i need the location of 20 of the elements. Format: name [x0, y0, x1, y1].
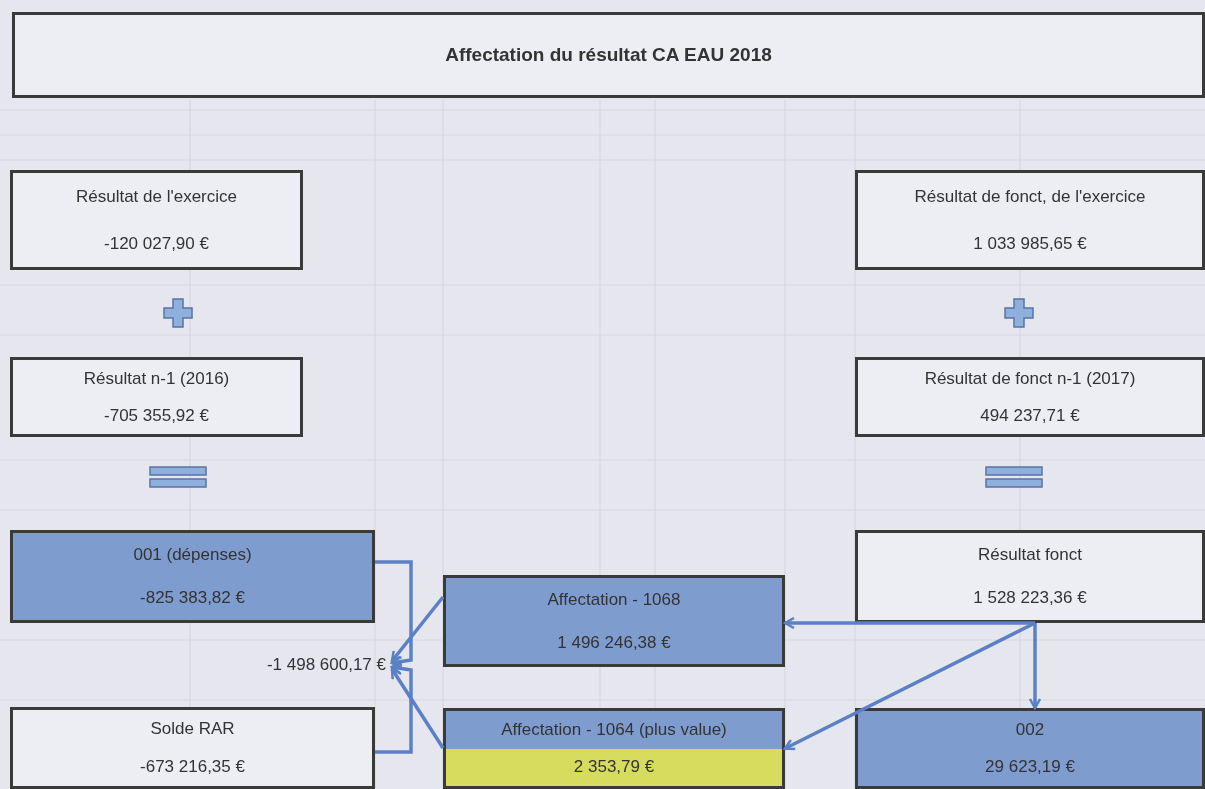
amount-box — [855, 530, 1205, 623]
arrow — [375, 662, 413, 754]
amount-box — [443, 708, 785, 789]
amount-box — [10, 170, 303, 270]
amount-box — [855, 708, 1205, 789]
amount-value: 2 353,79 € — [446, 748, 782, 786]
amount-box — [443, 575, 785, 667]
amount-box — [10, 707, 375, 789]
total-amount: -1 498 600,17 € — [190, 640, 392, 690]
arrow — [390, 667, 445, 749]
title-box: Affectation du résultat CA EAU 2018 — [12, 12, 1205, 98]
amount-box — [10, 530, 375, 623]
arrow — [783, 621, 1036, 751]
arrow — [1028, 623, 1042, 710]
arrow — [390, 595, 445, 663]
amount-box — [10, 357, 303, 437]
amount-box — [855, 357, 1205, 437]
arrow — [375, 560, 413, 668]
amount-box — [855, 170, 1205, 270]
arrow — [783, 616, 1035, 630]
